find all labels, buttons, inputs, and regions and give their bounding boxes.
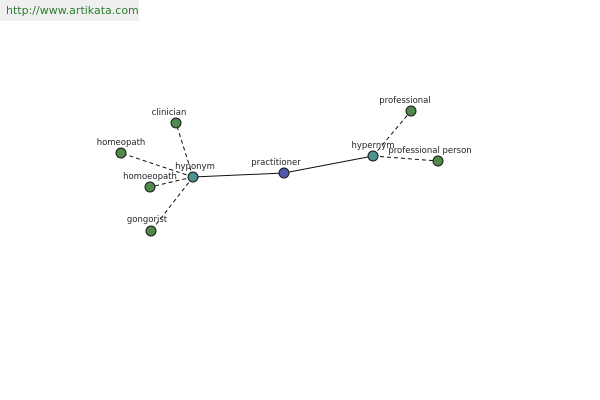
node-clinician[interactable] xyxy=(170,117,182,129)
node-homeopath[interactable] xyxy=(115,147,127,159)
node-professional[interactable] xyxy=(405,105,417,117)
node-label-hyponym[interactable]: hyponym xyxy=(175,162,215,172)
node-label-hypernym[interactable]: hypernym xyxy=(351,141,394,151)
edge-practitioner-hypernym xyxy=(283,155,374,174)
url-link[interactable]: http://www.artikata.com xyxy=(6,4,139,17)
edge-hyponym-clinician xyxy=(175,122,194,178)
url-banner: http://www.artikata.com xyxy=(0,0,139,21)
edge-practitioner-hyponym xyxy=(192,172,285,178)
node-label-professional-person[interactable]: professional person xyxy=(388,146,471,156)
node-label-homeopath[interactable]: homeopath xyxy=(97,138,146,148)
node-label-clinician[interactable]: clinician xyxy=(152,108,187,118)
node-label-practitioner[interactable]: practitioner xyxy=(251,158,301,168)
edge-hyponym-gongorist xyxy=(150,176,194,232)
node-label-gongorist[interactable]: gongorist xyxy=(127,215,168,225)
edges-layer xyxy=(120,110,439,232)
node-homoeopath[interactable] xyxy=(144,181,156,193)
node-gongorist[interactable] xyxy=(145,225,157,237)
edge-hypernym-professional xyxy=(372,110,412,157)
edge-hyponym-homoeopath xyxy=(149,176,194,188)
node-practitioner[interactable] xyxy=(278,167,290,179)
node-label-homoeopath[interactable]: homoeopath xyxy=(123,172,177,182)
node-hypernym[interactable] xyxy=(367,150,379,162)
edge-hypernym-professional-person xyxy=(372,155,439,162)
edge-hyponym-homeopath xyxy=(120,152,194,178)
node-professional-person[interactable] xyxy=(432,155,444,167)
labels-layer: practitioner hyponym hypernym clinician home… xyxy=(97,96,472,225)
node-label-professional[interactable]: professional xyxy=(379,96,431,106)
node-hyponym[interactable] xyxy=(187,171,199,183)
nodes-layer xyxy=(115,105,444,237)
